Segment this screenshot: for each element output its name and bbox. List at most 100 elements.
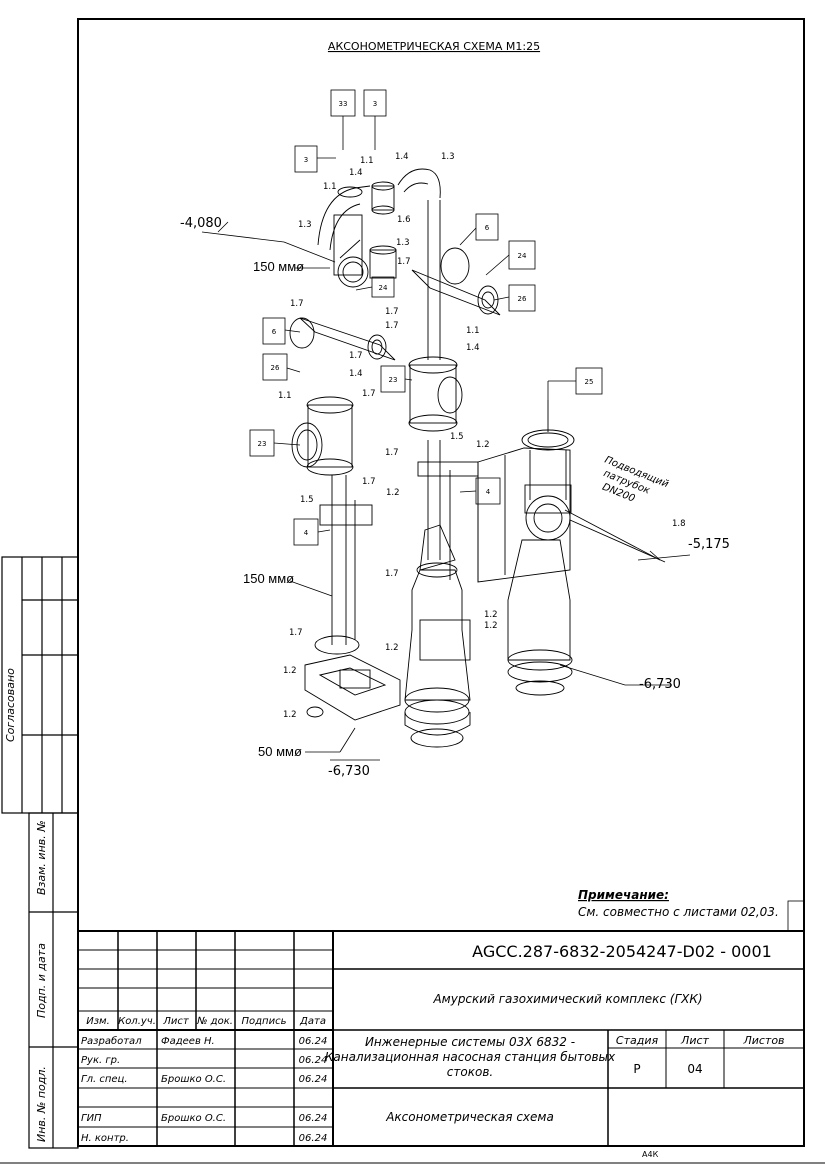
role-name: Брошко О.С. <box>161 1113 226 1124</box>
system-name-line1: Инженерные системы 03Х 6832 - <box>365 1035 575 1049</box>
project-name: Амурский газохимический комплекс (ГХК) <box>432 992 702 1006</box>
elevation-marks <box>201 221 691 761</box>
role-date: 06.24 <box>299 1074 328 1085</box>
elevation-right-low: -6,730 <box>639 677 681 692</box>
diameter-label: 150 ммø <box>243 571 294 586</box>
system-name-line3: стоков. <box>447 1065 493 1079</box>
role-date: 06.24 <box>299 1036 328 1047</box>
pos-label-6b: 6 <box>272 328 277 336</box>
callout: 1.2 <box>283 710 297 720</box>
callout: 1.7 <box>385 321 399 331</box>
pos-label-3b: 3 <box>304 156 308 164</box>
pos-label-4b: 4 <box>304 529 309 537</box>
role: Гл. спец. <box>81 1074 128 1085</box>
side-sign-date-label: Подп. и дата <box>35 943 48 1018</box>
callout: 1.4 <box>466 343 480 353</box>
callout: 1.7 <box>349 351 363 361</box>
sheet-value: 04 <box>687 1062 702 1076</box>
callout: 1.8 <box>672 519 686 529</box>
title-block-roles: Разработал Фадеев Н. 06.24 Рук. гр. 06.2… <box>81 1035 327 1144</box>
role-name: Фадеев Н. <box>161 1036 215 1047</box>
sheet-name: Аксонометрическая схема <box>385 1110 554 1124</box>
callout: 1.4 <box>395 152 409 162</box>
role-date: 06.24 <box>299 1055 328 1066</box>
callout: 1.2 <box>283 666 297 676</box>
hdr-koluch: Кол.уч. <box>118 1016 156 1027</box>
hdr-data: Дата <box>299 1016 326 1027</box>
pos-label-6a: 6 <box>485 224 490 232</box>
side-stamp-inv <box>28 812 79 1149</box>
callout: 1.7 <box>385 448 399 458</box>
hdr-izm: Изм. <box>86 1016 110 1027</box>
pos-label-23b: 23 <box>258 440 267 448</box>
hdr-podpis: Подпись <box>242 1016 287 1027</box>
pos-label-33: 33 <box>339 100 348 108</box>
pos-label-26a: 26 <box>518 295 527 303</box>
elevation-right: -5,175 <box>688 537 730 552</box>
callout: 1.2 <box>385 643 399 653</box>
callout: 1.7 <box>290 299 304 309</box>
callout: 1.1 <box>360 156 374 166</box>
role: Разработал <box>81 1035 142 1047</box>
callout: 1.2 <box>386 488 400 498</box>
sheet-format: А4К <box>642 1150 659 1159</box>
sheets-header: Листов <box>742 1034 784 1047</box>
callout: 1.5 <box>450 432 464 442</box>
title-block-grid <box>78 930 804 1146</box>
callouts: 1.1 1.4 1.3 1.4 1.1 1.3 1.6 1.3 1.7 1.7 … <box>278 152 686 720</box>
callout: 1.6 <box>397 215 411 225</box>
side-stamp-agreed <box>1 556 79 814</box>
pos-label-24a: 24 <box>518 252 527 260</box>
side-agreed-label: Согласовано <box>4 668 17 742</box>
callout: 1.2 <box>484 610 498 620</box>
role: ГИП <box>81 1113 102 1124</box>
position-box-labels: 33 3 3 6 24 26 24 6 26 23 23 25 4 4 <box>258 100 594 537</box>
hdr-list: Лист <box>162 1016 190 1027</box>
callout: 1.3 <box>298 220 312 230</box>
elevation-top: -4,080 <box>180 216 222 231</box>
system-name-line2: Канализационная насосная станция бытовых <box>325 1050 616 1064</box>
pos-label-4a: 4 <box>486 488 491 496</box>
callout: 1.1 <box>323 182 337 192</box>
callout: 1.1 <box>466 326 480 336</box>
callout: 1.7 <box>397 257 411 267</box>
callout: 1.7 <box>362 477 376 487</box>
callout: 1.7 <box>362 389 376 399</box>
side-inv-repl-label: Взам. инв. № <box>35 820 48 895</box>
stage-header: Стадия <box>616 1034 659 1047</box>
note-text: См. совместно с листами 02,03. <box>578 905 779 919</box>
stage-value: Р <box>633 1062 640 1076</box>
pos-label-23a: 23 <box>389 376 398 384</box>
doc-code: AGCC.287-6832-2054247-D02 - 0001 <box>472 942 772 961</box>
callout: 1.1 <box>278 391 292 401</box>
callout: 1.3 <box>441 152 455 162</box>
callout: 1.7 <box>385 569 399 579</box>
role-date: 06.24 <box>299 1133 328 1144</box>
side-inv-orig-label: Инв. № подл. <box>35 1066 48 1142</box>
pos-label-25: 25 <box>585 378 594 386</box>
pos-label-26b: 26 <box>271 364 280 372</box>
pipeline-sketch <box>289 168 666 748</box>
title-block-header-row: Изм. Кол.уч. Лист № док. Подпись Дата <box>86 1016 326 1027</box>
diameter-label: 150 ммø <box>253 259 304 274</box>
diameter-label: 50 ммø <box>258 744 302 759</box>
role-date: 06.24 <box>299 1113 328 1124</box>
callout: 1.5 <box>300 495 314 505</box>
callout: 1.4 <box>349 168 363 178</box>
hdr-ndok: № док. <box>196 1016 233 1027</box>
callout: 1.7 <box>289 628 303 638</box>
pos-label-3a: 3 <box>373 100 377 108</box>
position-boxes <box>249 89 603 546</box>
callout: 1.4 <box>349 369 363 379</box>
inlet-note: Подводящий патрубок DN200 <box>601 455 671 505</box>
elevation-bottom: -6,730 <box>328 764 370 779</box>
callout: 1.3 <box>396 238 410 248</box>
callout: 1.7 <box>385 307 399 317</box>
callout: 1.2 <box>484 621 498 631</box>
role: Н. контр. <box>81 1133 129 1144</box>
callout: 1.2 <box>476 440 490 450</box>
sheet-header: Лист <box>680 1034 709 1047</box>
note-title: Примечание: <box>578 888 669 902</box>
pos-label-24b: 24 <box>379 284 388 292</box>
